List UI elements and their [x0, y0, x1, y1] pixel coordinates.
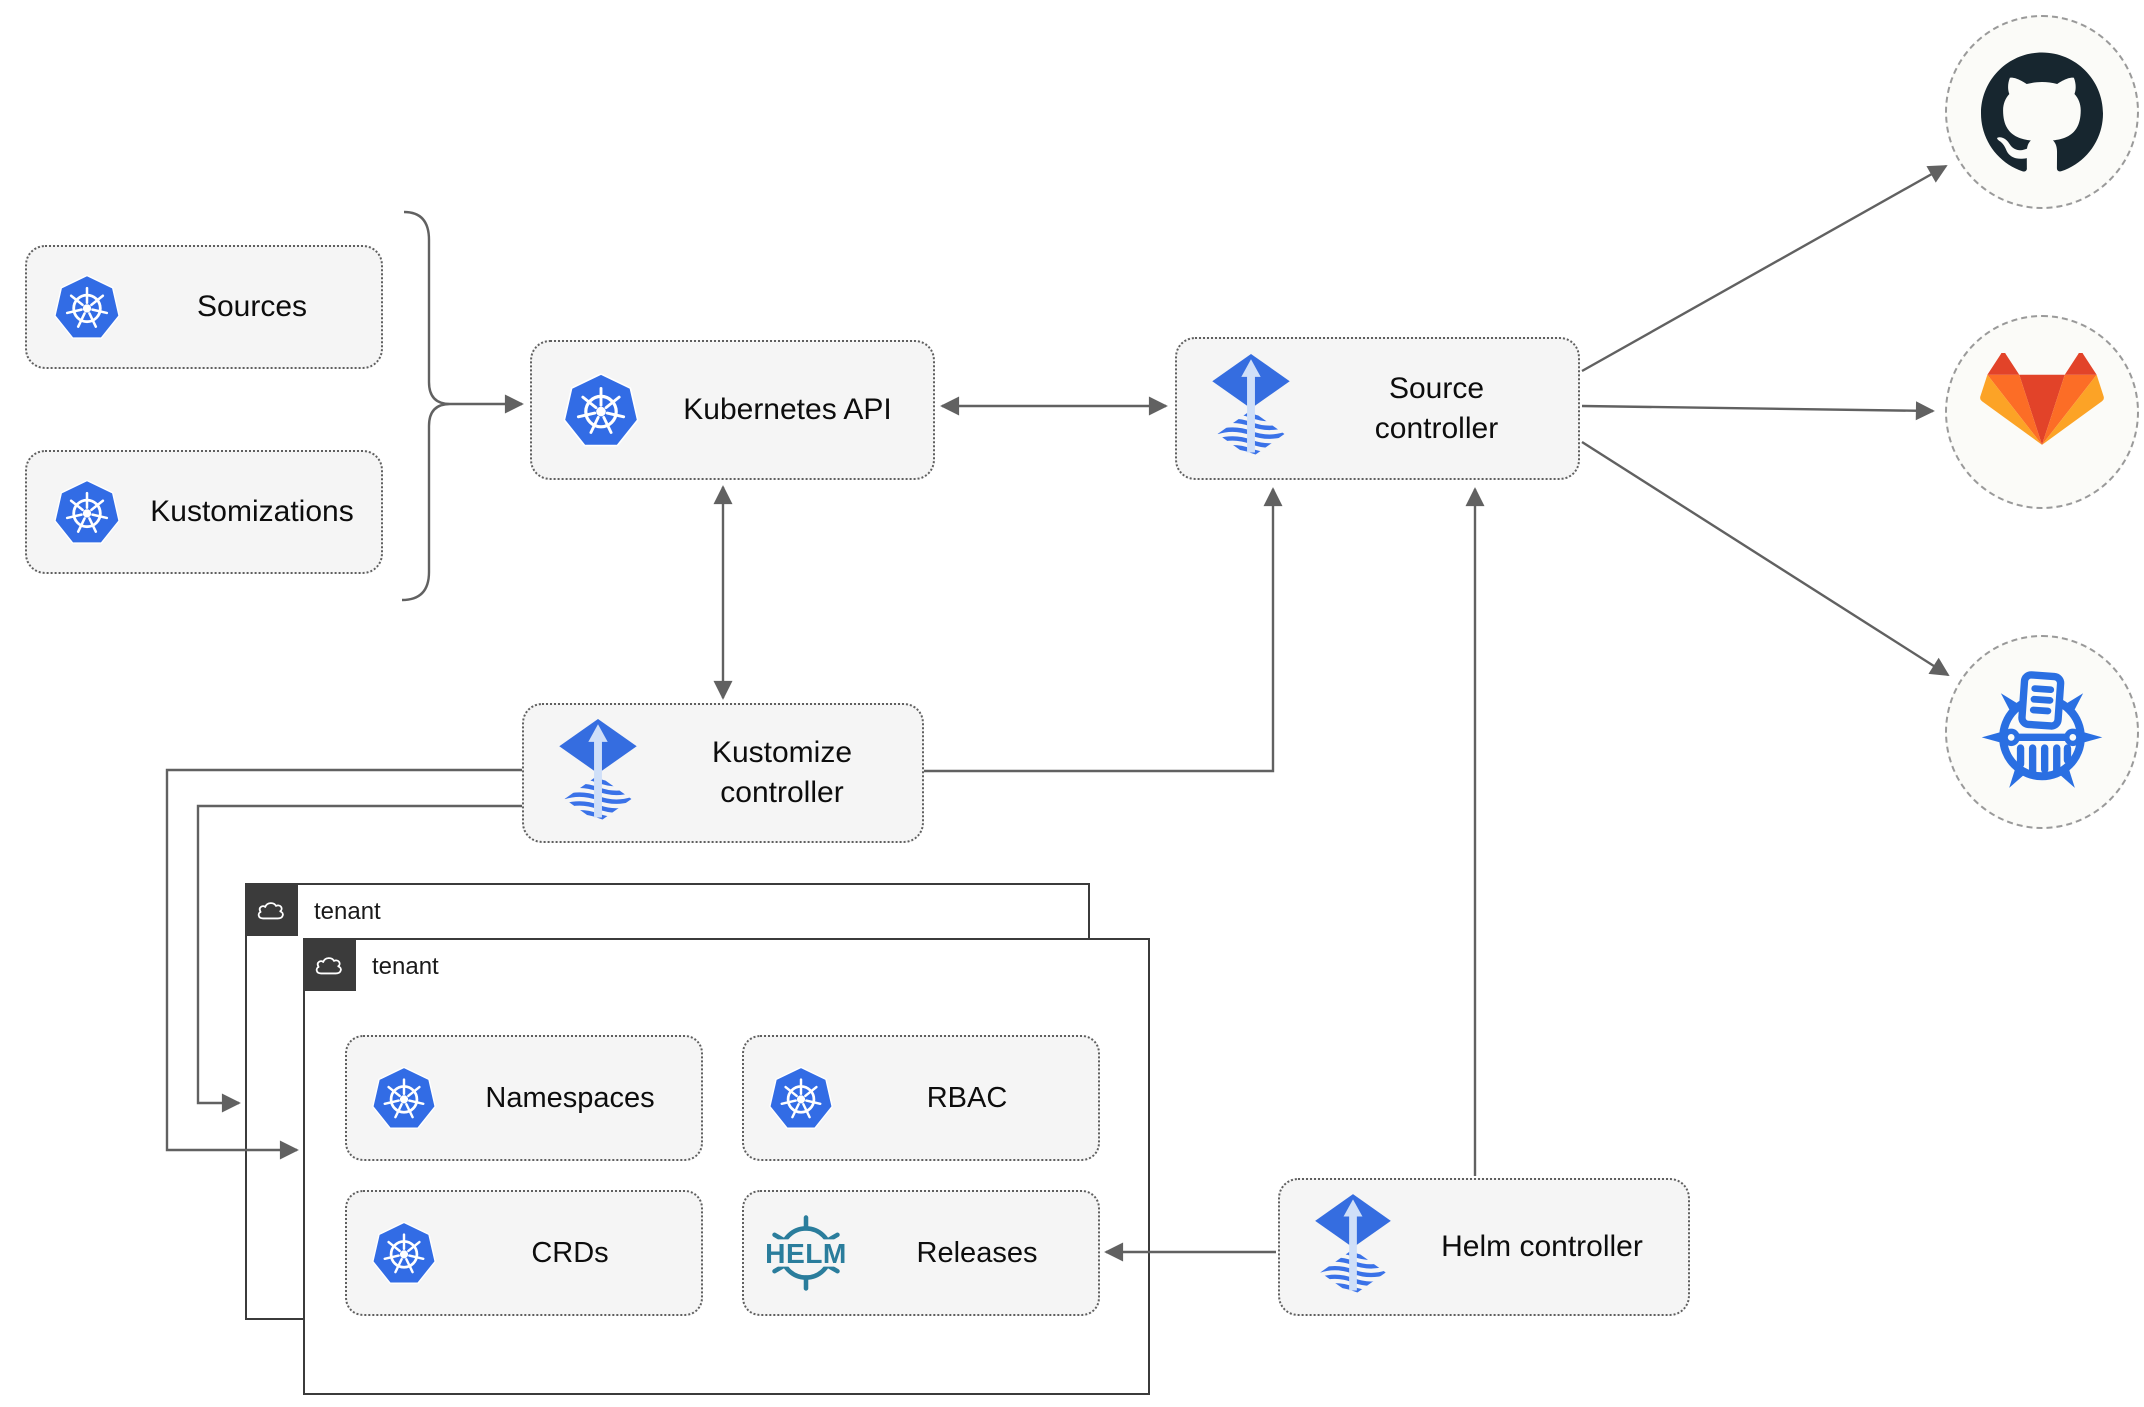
- kubernetes-icon: [369, 1064, 439, 1132]
- sources-label: Sources: [196, 290, 308, 324]
- cloud-icon: [254, 897, 290, 922]
- github-endpoint: [1945, 15, 2139, 209]
- releases-label: Releases: [916, 1236, 1038, 1269]
- harbor-registry-icon: [1981, 671, 2103, 788]
- namespaces-label: Namespaces: [485, 1081, 655, 1114]
- edge-kustomize-to-source-controller: [924, 487, 1283, 773]
- kubernetes-icon: [51, 477, 123, 547]
- kustomizations-label: Kustomizations: [150, 495, 354, 529]
- tenant-front-label: tenant: [372, 953, 439, 980]
- releases-node: HELM Releases: [742, 1190, 1100, 1316]
- kustomize-controller-node: Kustomize controller: [522, 703, 924, 843]
- crds-label: CRDs: [531, 1236, 609, 1269]
- rbac-label: RBAC: [926, 1081, 1008, 1114]
- kubernetes-api-node: Kubernetes API: [530, 340, 935, 480]
- edge-source-controller-to-github: [1581, 164, 1948, 373]
- flux-icon: [1207, 352, 1295, 465]
- crds-node: CRDs: [345, 1190, 703, 1316]
- kubernetes-icon: [51, 272, 123, 342]
- kustomize-controller-label: Kustomize controller: [711, 736, 853, 809]
- edge-source-controller-to-gitlab: [1581, 401, 1935, 421]
- kubernetes-api-label: Kubernetes API: [683, 393, 892, 427]
- edge-source-controller-to-registry: [1581, 440, 1950, 677]
- helm-icon-text: HELM: [765, 1237, 847, 1269]
- kubernetes-icon: [766, 1064, 836, 1132]
- namespaces-node: Namespaces: [345, 1035, 703, 1161]
- helm-icon: HELM: [765, 1215, 847, 1291]
- kubernetes-icon: [369, 1219, 439, 1287]
- kubernetes-icon: [560, 370, 642, 450]
- tenant-back-label: tenant: [314, 898, 381, 925]
- github-icon: [1981, 52, 2103, 172]
- helm-controller-node: Helm controller: [1278, 1178, 1690, 1316]
- cloud-icon: [312, 952, 348, 977]
- gitlab-icon: [1980, 353, 2104, 445]
- rbac-node: RBAC: [742, 1035, 1100, 1161]
- kustomizations-node: Kustomizations: [25, 450, 383, 574]
- source-controller-label: Source controller: [1374, 371, 1499, 445]
- registry-endpoint: [1945, 635, 2139, 829]
- brace-sources-group: [401, 210, 451, 602]
- source-controller-node: Source controller: [1175, 337, 1580, 480]
- flux-icon: [1310, 1192, 1396, 1303]
- helm-controller-label: Helm controller: [1441, 1230, 1643, 1264]
- tenant-front-header: [303, 938, 356, 991]
- flux-icon: [554, 717, 642, 830]
- gitlab-endpoint: [1945, 315, 2139, 509]
- tenant-front-container: tenant Namespaces RBAC CRDs: [303, 938, 1150, 1395]
- sources-node: Sources: [25, 245, 383, 369]
- tenant-back-header: [245, 883, 298, 936]
